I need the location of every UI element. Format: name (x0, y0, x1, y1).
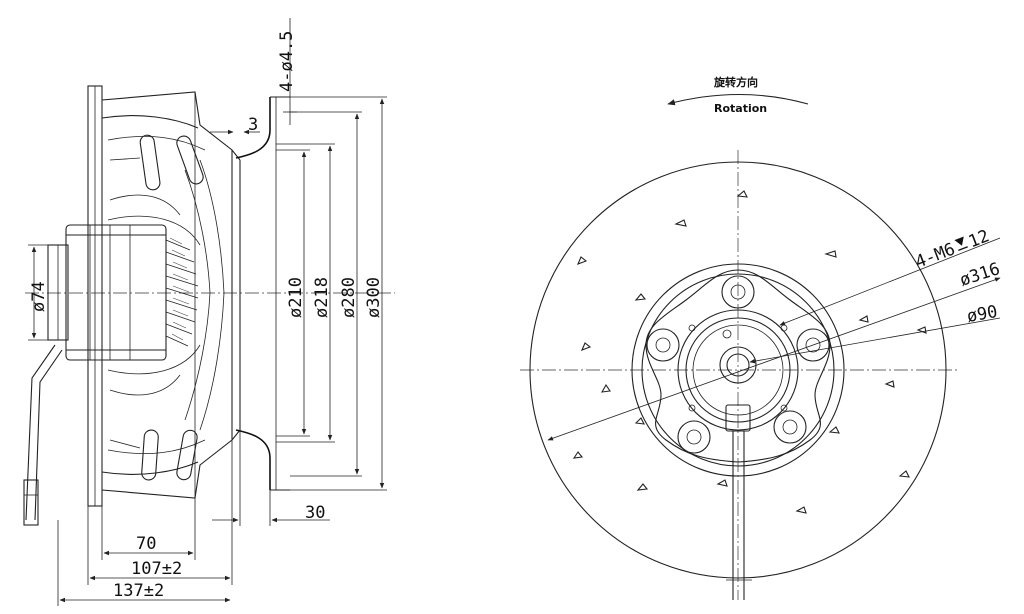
dim-210-text: ø210 (286, 277, 306, 318)
leader-lines (547, 237, 1001, 441)
depth-symbol-icon (954, 236, 964, 246)
dim-218-text: ø218 (312, 277, 332, 318)
thread-label: 4-M6 (913, 239, 958, 272)
dim-107-text: 107±2 (131, 559, 182, 579)
rotation-indicator: 旋转方向 Rotation (667, 75, 809, 115)
side-view: 4-ø4.5 3 ø210 ø218 ø280 ø300 (23, 18, 395, 606)
dia-90-label: ø90 (965, 302, 999, 327)
rotation-en-text: Rotation (714, 102, 767, 115)
dim-280-text: ø280 (339, 277, 359, 318)
inlet-ring (235, 96, 290, 491)
cable (23, 344, 63, 526)
motor-hub (47, 224, 199, 361)
dim-hub: ø74 (28, 244, 49, 341)
dim-diameters-vertical: ø210 ø218 ø280 ø300 (276, 96, 387, 491)
dim-300-text: ø300 (364, 277, 384, 318)
dim-70-text: 70 (136, 534, 156, 554)
leader-90 (749, 317, 1001, 364)
dim-30-text: 30 (305, 503, 325, 523)
blade-slots (109, 134, 204, 481)
dia-316-label: ø316 (957, 259, 1002, 291)
rotation-cn-text: 旋转方向 (713, 75, 758, 89)
dim-hole: 4-ø4.5 (277, 18, 297, 125)
dim-hole-text: 4-ø4.5 (277, 31, 297, 92)
thread-depth-label: 12 (966, 226, 992, 252)
dim-flange-gap-text: 3 (248, 115, 258, 135)
dim-flange-gap: 3 (210, 115, 260, 135)
leader-316 (547, 277, 1001, 441)
dim-depths-horizontal: 30 70 107±2 137±2 (57, 430, 330, 606)
dim-hub-text: ø74 (29, 281, 49, 312)
front-labels: 4-M6 12 ø316 ø90 (913, 226, 1003, 327)
front-view: 旋转方向 Rotation (520, 75, 1002, 600)
cable-exit (725, 404, 752, 600)
dim-137-text: 137±2 (113, 581, 164, 601)
impeller-body (101, 91, 241, 499)
back-plate (87, 85, 103, 507)
